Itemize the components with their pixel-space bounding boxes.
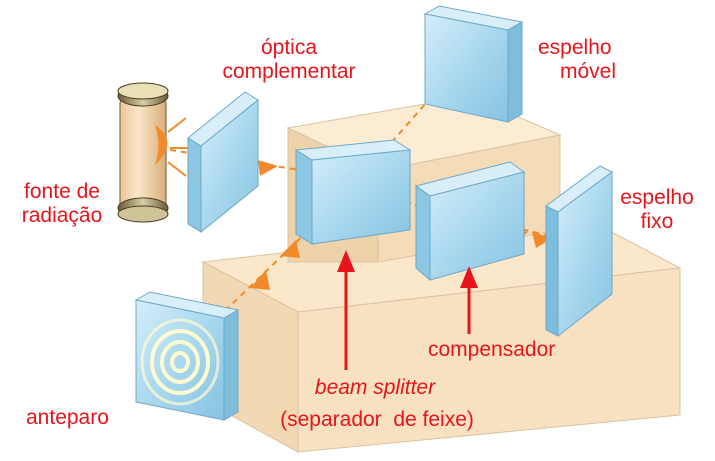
beam-splitter-plate bbox=[294, 139, 412, 245]
fixed-mirror bbox=[545, 165, 613, 338]
label-anteparo: anteparo bbox=[26, 406, 109, 429]
label-compensador: compensador bbox=[428, 338, 556, 361]
label-espelho-fixo-line2: fixo bbox=[640, 210, 674, 233]
label-optica-line2: complementar bbox=[222, 60, 356, 83]
radiation-source bbox=[117, 82, 190, 223]
label-optica-complementar: óptica complementar bbox=[222, 36, 356, 84]
movable-mirror bbox=[423, 5, 524, 123]
label-espelho-fixo-line1: espelho bbox=[620, 186, 694, 209]
label-optica-line1: óptica bbox=[260, 36, 318, 59]
label-separador-de-feixe: (separador de feixe) bbox=[280, 408, 474, 431]
compensator-plate bbox=[414, 161, 526, 282]
complementary-optics-plate bbox=[187, 91, 259, 234]
label-espelho-fixo: espelho fixo bbox=[615, 186, 699, 234]
label-beam-splitter: beam splitter bbox=[314, 376, 436, 399]
label-espelho-movel-line1: espelho bbox=[538, 36, 612, 59]
label-espelho-movel: espelho móvel bbox=[538, 36, 616, 84]
pointer-arrows bbox=[337, 250, 478, 370]
screen-with-fringes bbox=[134, 291, 240, 421]
label-fonte-de-radiacao: fonte de radiação bbox=[10, 180, 114, 228]
label-fonte-line1: fonte de bbox=[24, 180, 100, 203]
label-fonte-line2: radiação bbox=[21, 204, 103, 227]
label-espelho-movel-line2: móvel bbox=[560, 60, 617, 83]
